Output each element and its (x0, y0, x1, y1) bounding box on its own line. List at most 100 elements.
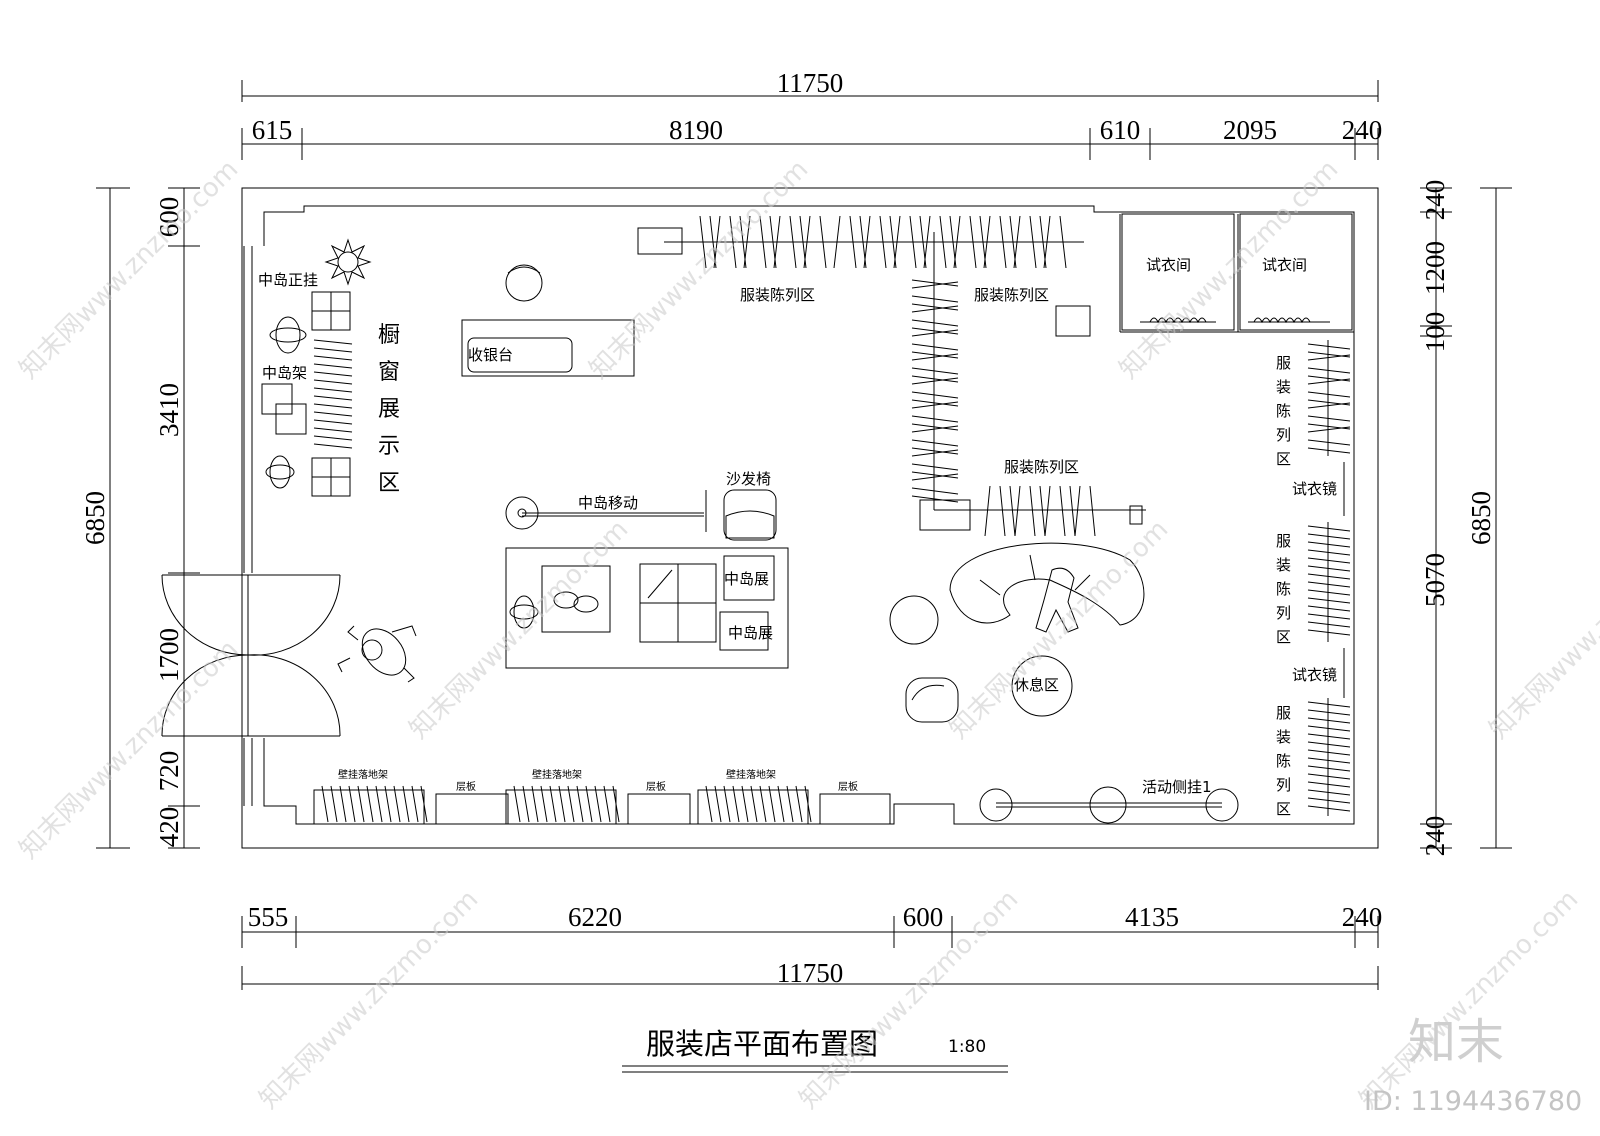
hanger-stroke (953, 215, 961, 269)
hanger-stroke (795, 785, 803, 823)
dim-bottom-2: 6220 (568, 902, 622, 932)
label-island-rack: 中岛架 (262, 364, 307, 382)
label-display-top: 服装陈列区 (740, 286, 815, 304)
hanger-stroke (313, 395, 353, 401)
svg-text:列: 列 (1276, 604, 1291, 622)
hanger-stroke (366, 785, 374, 823)
walls (241, 187, 1379, 849)
image-id: ID: 1194436780 (1364, 1086, 1582, 1117)
hanger-stroke (375, 785, 383, 823)
hanger-stroke (1307, 439, 1351, 446)
hanger-stroke (911, 473, 959, 481)
wall-racks-bottom (313, 785, 891, 825)
dim-bottom-4: 4135 (1125, 902, 1179, 932)
label-cashier: 收银台 (468, 346, 513, 364)
dim-left-5: 420 (154, 807, 184, 848)
svg-text:装: 装 (1276, 556, 1291, 574)
dim-bottom-1: 555 (248, 902, 289, 932)
hanger-stroke (1307, 557, 1351, 564)
hanger-stroke (1307, 717, 1351, 724)
hanger-stroke (911, 425, 959, 433)
hanger-stroke (999, 215, 1007, 269)
hanger-stroke (513, 785, 521, 823)
hanger-stroke (984, 485, 991, 537)
svg-text:服: 服 (1276, 532, 1291, 550)
hanger-stroke (1059, 485, 1066, 537)
svg-text:陈: 陈 (1276, 752, 1291, 770)
dim-right-3: 100 (1420, 312, 1450, 353)
hanger-stroke (1307, 789, 1351, 796)
fitting-rooms: 试衣间 试衣间 (1119, 213, 1354, 333)
label-island-mobile: 中岛移动 (578, 494, 638, 512)
hanger-stroke (1307, 549, 1351, 556)
hanger-stroke (732, 785, 740, 823)
hanger-stroke (558, 785, 566, 823)
hanger-stroke (1307, 605, 1351, 612)
hanger-stroke (330, 785, 338, 823)
hanger-stroke (1307, 447, 1351, 454)
hanger-stroke (741, 785, 749, 823)
hanger-stroke (911, 401, 959, 409)
hanger-stroke (714, 785, 722, 823)
hanger-stroke (1307, 797, 1351, 804)
hanger-stroke (585, 785, 593, 823)
person-figure (337, 625, 417, 683)
dim-top-4: 2095 (1223, 115, 1277, 145)
hanger-stroke (911, 415, 959, 423)
hanger-stroke (1307, 805, 1351, 812)
label-wall-rack-1: 壁挂落地架 (338, 768, 388, 781)
hanger-stroke (1069, 485, 1076, 537)
hanger-stroke (911, 367, 959, 375)
hanger-stroke (983, 215, 991, 269)
label-island-display-1: 中岛展 (724, 570, 769, 588)
hanger-stroke (911, 377, 959, 385)
room-labels: 中岛正挂 中岛架 收银台 服装陈列区 服装陈列区 服装陈列区 沙发椅 中岛移动 … (258, 271, 1337, 818)
hanger-stroke (833, 215, 841, 269)
window-display-fixtures (261, 238, 372, 497)
hanger-stroke (729, 215, 737, 269)
hanger-stroke (531, 785, 539, 823)
label-shelf-3: 层板 (838, 780, 858, 793)
svg-text:列: 列 (1276, 426, 1291, 444)
svg-text:服: 服 (1276, 354, 1291, 372)
hanger-stroke (612, 785, 620, 823)
drawing-title: 服装店平面布置图 1:80 (622, 1027, 1008, 1073)
svg-text:装: 装 (1276, 728, 1291, 746)
watermark-5: 知末网www.znzmo.com (404, 514, 635, 745)
island-display-table (505, 547, 789, 669)
hanger-stroke (1043, 215, 1051, 269)
top-dimensions: 11750 615 8190 610 2095 240 (241, 68, 1382, 160)
hanger-stroke (576, 785, 584, 823)
dim-right-total: 6850 (1466, 491, 1496, 545)
hanger-stroke (911, 399, 959, 407)
hanger-stroke (911, 279, 959, 287)
entrance-doors (161, 574, 341, 737)
hanger-stroke (743, 215, 751, 269)
hanger-stroke (713, 215, 721, 269)
hanger-stroke (313, 411, 353, 417)
hanger-stroke (393, 785, 401, 823)
watermark-10: 知末网www.znzmo.com (1354, 884, 1585, 1115)
hanger-stroke (1307, 757, 1351, 764)
hanger-stroke (540, 785, 548, 823)
hanger-stroke (699, 215, 707, 269)
island-mobile (505, 489, 777, 541)
hanger-stroke (313, 347, 353, 353)
hanger-stroke (911, 375, 959, 383)
hanger-stroke (911, 303, 959, 311)
hanger-stroke (705, 785, 713, 823)
hanger-stroke (773, 215, 781, 269)
hanger-stroke (1039, 485, 1046, 537)
svg-text:区: 区 (378, 471, 400, 496)
label-display-vertical-2: 服 装 陈 列 区 (1276, 532, 1291, 646)
hanger-stroke (313, 363, 353, 369)
hanger-stroke (911, 391, 959, 399)
dim-right-2: 1200 (1420, 241, 1450, 295)
hanger-stroke (1307, 589, 1351, 596)
label-window-display: 橱 窗 展 示 区 (378, 323, 400, 496)
dim-left-total: 6850 (80, 491, 110, 545)
hanger-stroke (1307, 343, 1351, 350)
hanger-stroke (1307, 541, 1351, 548)
mobile-side-hanger (979, 786, 1239, 824)
